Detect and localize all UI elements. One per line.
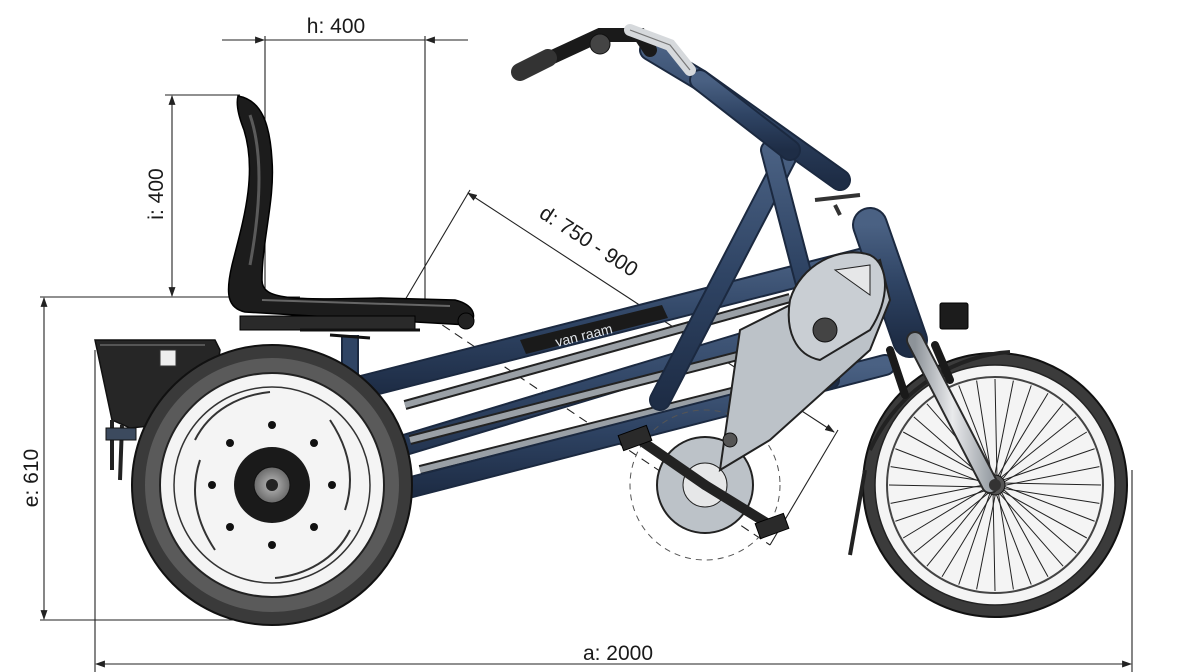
spoke [1000,490,1088,539]
spoke [1001,448,1095,481]
spoke [1001,403,1064,481]
spoke [1002,485,1095,522]
spoke [1001,488,1077,554]
spoke [958,385,995,478]
spoke [992,492,996,592]
spoke [976,492,997,590]
spoke [1002,482,1102,486]
dimension-h: h: 400 [222,15,468,300]
spoke [890,466,988,483]
spoke [995,492,1032,585]
spoke [895,448,988,485]
spoke [890,483,988,504]
handlebar [511,24,861,216]
spoke [976,380,993,478]
spoke [999,385,1032,479]
spoke [994,378,998,478]
spoke [888,484,988,488]
spoke [941,492,994,578]
dimension-h-label: h: 400 [307,15,365,38]
dimension-e-label: e: 610 [20,449,43,507]
dimension-a-label: a: 2000 [583,642,653,665]
rear-wheel [131,344,413,626]
front-fork [886,302,1001,494]
spoke [1002,466,1100,487]
dimension-e: e: 610 [20,297,270,621]
spoke [996,392,1049,478]
spoke [993,380,1014,478]
spoke [1002,487,1100,504]
seat [227,95,475,340]
spoke [926,489,989,567]
spoke [895,489,989,522]
spoke [999,416,1077,479]
spoke [958,491,991,585]
spoke [997,492,1014,590]
spoke [902,486,988,539]
dimension-i-label: i: 400 [145,168,168,219]
spoke [913,491,991,554]
spoke [1000,490,1049,578]
dimension-a: a: 2000 [94,350,1133,672]
spoke [1002,431,1088,484]
spoke [998,491,1064,567]
dimension-d-label: d: 750 - 900 [535,201,642,281]
headlight-icon [939,302,969,330]
drive-unit [617,251,892,561]
